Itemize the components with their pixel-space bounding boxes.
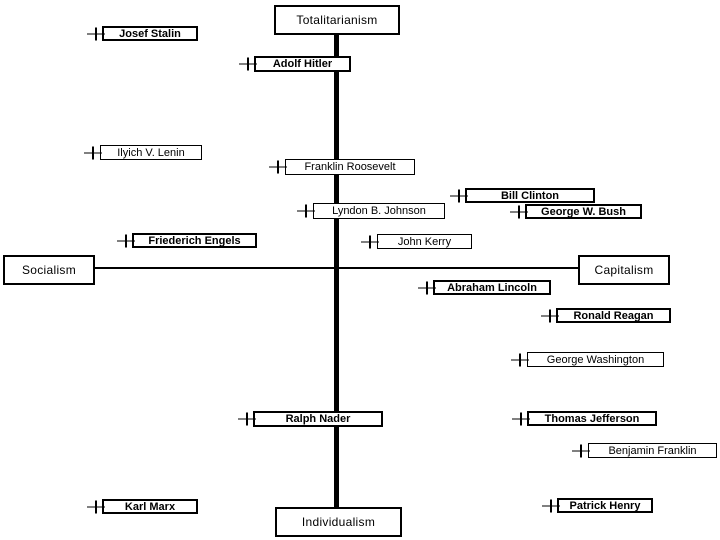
leader-tick-icon <box>418 281 436 294</box>
node-thomas-jefferson: Thomas Jefferson <box>512 411 657 426</box>
leader-tick-icon <box>238 412 256 426</box>
leader-tick-icon <box>239 57 257 71</box>
person-label: Adolf Hitler <box>272 58 333 70</box>
person-label: Ilyich V. Lenin <box>117 146 185 159</box>
person-label: Josef Stalin <box>119 27 181 40</box>
node-karl-marx: Karl Marx <box>87 499 198 514</box>
leader-tick-icon <box>269 160 287 174</box>
node-patrick-henry: Patrick Henry <box>542 498 653 513</box>
node-benjamin-franklin: Benjamin Franklin <box>572 443 717 458</box>
node-ilyich-v-lenin: Ilyich V. Lenin <box>84 145 202 160</box>
node-franklin-roosevelt: Franklin Roosevelt <box>269 159 415 175</box>
node-ronald-reagan: Ronald Reagan <box>541 308 671 323</box>
leader-tick-icon <box>87 27 105 40</box>
node-george-w-bush: George W. Bush <box>510 204 642 219</box>
pole-label: Capitalism <box>594 263 654 277</box>
node-bill-clinton: Bill Clinton <box>450 188 595 203</box>
leader-tick-icon <box>511 353 529 366</box>
leader-tick-icon <box>541 309 559 322</box>
person-label: George Washington <box>546 353 645 366</box>
pole-label: Socialism <box>21 263 77 277</box>
pole-totalitarianism: Totalitarianism <box>274 5 400 35</box>
person-label: Thomas Jefferson <box>544 412 640 425</box>
leader-tick-icon <box>361 235 379 248</box>
pole-label: Totalitarianism <box>296 13 378 27</box>
node-adolf-hitler: Adolf Hitler <box>239 56 351 72</box>
person-label: Patrick Henry <box>569 499 641 512</box>
person-label: Ralph Nader <box>285 413 351 425</box>
horizontal-axis-line <box>95 267 578 269</box>
person-label: Abraham Lincoln <box>447 281 537 294</box>
leader-tick-icon <box>450 189 468 202</box>
leader-tick-icon <box>84 146 102 159</box>
person-label: Franklin Roosevelt <box>304 161 396 173</box>
pole-individualism: Individualism <box>275 507 402 537</box>
person-label: Bill Clinton <box>500 189 560 202</box>
node-john-kerry: John Kerry <box>361 234 472 249</box>
pole-socialism: Socialism <box>3 255 95 285</box>
person-label: Karl Marx <box>124 500 176 513</box>
pole-label: Individualism <box>301 515 376 529</box>
node-friederich-engels: Friederich Engels <box>117 233 257 248</box>
node-abraham-lincoln: Abraham Lincoln <box>418 280 551 295</box>
person-label: John Kerry <box>397 235 452 248</box>
person-label: Ronald Reagan <box>573 309 654 322</box>
leader-tick-icon <box>512 412 530 425</box>
person-label: Friederich Engels <box>148 234 241 247</box>
leader-tick-icon <box>572 444 590 457</box>
node-ralph-nader: Ralph Nader <box>238 411 383 427</box>
vertical-axis-line <box>334 35 339 507</box>
leader-tick-icon <box>510 205 528 218</box>
leader-tick-icon <box>87 500 105 513</box>
leader-tick-icon <box>297 204 315 218</box>
person-label: Lyndon B. Johnson <box>332 205 426 217</box>
node-lyndon-b-johnson: Lyndon B. Johnson <box>297 203 445 219</box>
node-josef-stalin: Josef Stalin <box>87 26 198 41</box>
leader-tick-icon <box>117 234 135 247</box>
person-label: Benjamin Franklin <box>608 444 697 457</box>
pole-capitalism: Capitalism <box>578 255 670 285</box>
node-george-washington: George Washington <box>511 352 664 367</box>
person-label: George W. Bush <box>541 205 626 218</box>
leader-tick-icon <box>542 499 560 512</box>
